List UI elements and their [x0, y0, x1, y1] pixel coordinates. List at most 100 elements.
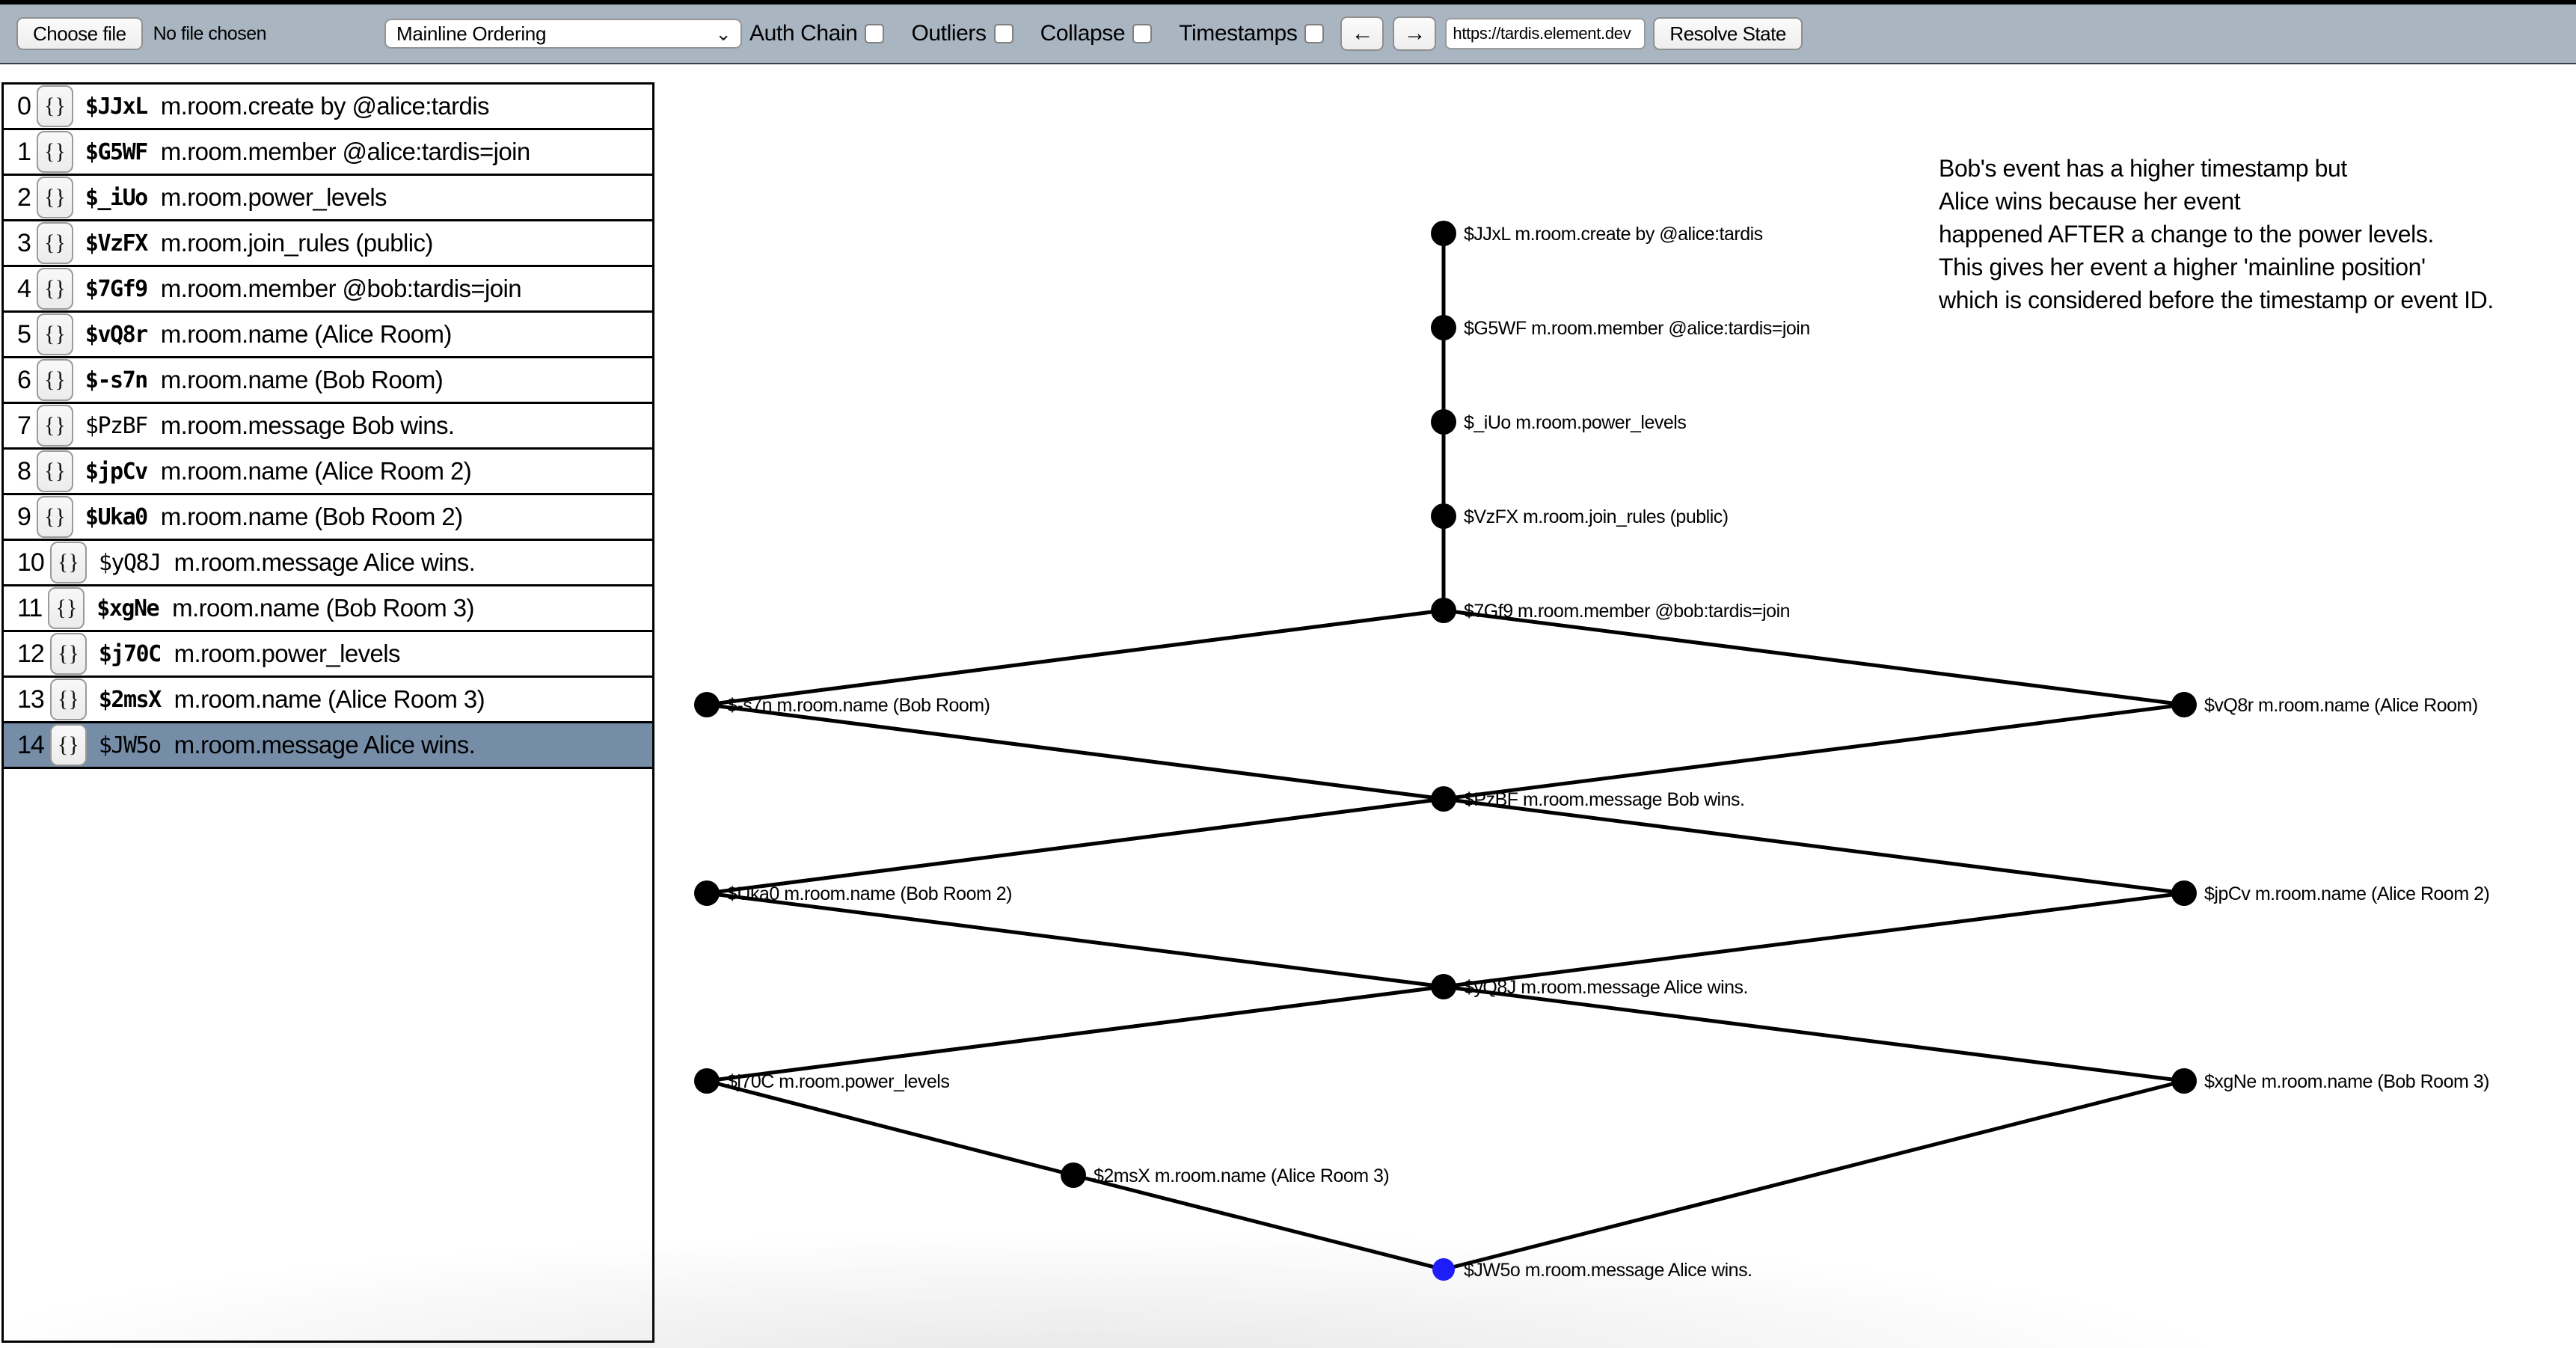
graph-node[interactable]	[2171, 880, 2197, 906]
braces-icon: {}	[55, 595, 78, 620]
event-description: m.room.name (Bob Room 2)	[160, 503, 463, 530]
event-json-button[interactable]: {}	[36, 268, 73, 310]
event-list-row[interactable]: 8 {} $jpCv m.room.name (Alice Room 2)	[4, 450, 652, 495]
graph-node[interactable]	[1431, 598, 1456, 623]
event-list-row[interactable]: 0 {} $JJxL m.room.create by @alice:tardi…	[4, 85, 652, 130]
event-index: 4	[17, 274, 31, 303]
event-description: m.room.power_levels	[160, 183, 387, 211]
graph-node[interactable]	[694, 880, 720, 906]
event-id: $JJxL	[85, 93, 148, 120]
ordering-select[interactable]: Mainline Ordering	[384, 19, 743, 49]
graph-node[interactable]	[1431, 315, 1456, 340]
event-list-row[interactable]: 6 {} $-s7n m.room.name (Bob Room)	[4, 358, 652, 404]
braces-icon: {}	[57, 550, 79, 575]
event-list-row[interactable]: 9 {} $Uka0 m.room.name (Bob Room 2)	[4, 495, 652, 541]
graph-node[interactable]	[694, 1068, 720, 1094]
event-json-button[interactable]: {}	[48, 587, 85, 629]
graph-node-label: $JW5o m.room.message Alice wins.	[1464, 1260, 1752, 1281]
resolve-state-button[interactable]: Resolve State	[1653, 17, 1803, 50]
event-list-row[interactable]: 7 {} $PzBF m.room.message Bob wins.	[4, 404, 652, 450]
event-index: 11	[17, 593, 43, 622]
event-id: $VzFX	[85, 230, 148, 257]
braces-icon: {}	[44, 504, 66, 529]
braces-icon: {}	[57, 687, 79, 711]
event-list-row[interactable]: 14 {} $JW5o m.room.message Alice wins.	[4, 723, 652, 769]
event-json-button[interactable]: {}	[36, 177, 73, 218]
graph-node-label: $2msX m.room.name (Alice Room 3)	[1094, 1165, 1389, 1186]
graph-node[interactable]	[2171, 1068, 2197, 1094]
graph-node-label: $G5WF m.room.member @alice:tardis=join	[1464, 318, 1810, 339]
event-json-button[interactable]: {}	[36, 359, 73, 401]
event-list-row[interactable]: 11 {} $xgNe m.room.name (Bob Room 3)	[4, 586, 652, 632]
auth-chain-checkbox[interactable]	[865, 24, 885, 43]
explanation-line: happened AFTER a change to the power lev…	[1939, 221, 2434, 248]
event-list-row[interactable]: 4 {} $7Gf9 m.room.member @bob:tardis=joi…	[4, 267, 652, 313]
graph-node[interactable]	[1431, 786, 1456, 812]
event-index: 7	[17, 411, 31, 440]
braces-icon: {}	[44, 413, 66, 438]
server-url-input[interactable]	[1445, 18, 1646, 49]
event-json-button[interactable]: {}	[49, 633, 87, 675]
event-json-button[interactable]: {}	[49, 542, 87, 583]
event-list-row[interactable]: 12 {} $j70C m.room.power_levels	[4, 632, 652, 678]
event-json-button[interactable]: {}	[49, 724, 87, 766]
event-description: m.room.member @alice:tardis=join	[160, 138, 530, 165]
event-list-row[interactable]: 5 {} $vQ8r m.room.name (Alice Room)	[4, 313, 652, 358]
explanation-line: This gives her event a higher 'mainline …	[1939, 254, 2426, 281]
graph-node[interactable]	[1431, 409, 1456, 435]
graph-node[interactable]	[694, 692, 720, 717]
graph-node[interactable]	[1431, 974, 1456, 999]
event-id: $_iUo	[85, 184, 148, 211]
braces-icon: {}	[44, 94, 66, 118]
graph-edge	[706, 608, 1444, 707]
braces-icon: {}	[44, 230, 66, 255]
event-index: 1	[17, 137, 31, 166]
graph-edge	[1443, 608, 2185, 707]
event-list-row[interactable]: 3 {} $VzFX m.room.join_rules (public)	[4, 221, 652, 267]
graph-node-label: $j70C m.room.power_levels	[727, 1071, 949, 1092]
graph-node[interactable]	[1061, 1162, 1086, 1188]
graph-edge	[706, 984, 1444, 1083]
outliers-checkbox[interactable]	[993, 24, 1013, 43]
event-list-row[interactable]: 1 {} $G5WF m.room.member @alice:tardis=j…	[4, 130, 652, 176]
explanation-line: which is considered before the timestamp…	[1939, 287, 2494, 313]
outliers-label: Outliers	[911, 21, 987, 46]
event-id: $jpCv	[85, 458, 148, 485]
event-json-button[interactable]: {}	[36, 313, 73, 355]
event-list-row[interactable]: 2 {} $_iUo m.room.power_levels	[4, 176, 652, 221]
graph-node[interactable]	[1431, 503, 1456, 529]
event-json-button[interactable]: {}	[36, 222, 73, 264]
event-json-button[interactable]: {}	[49, 678, 87, 720]
graph-node[interactable]	[1431, 221, 1456, 246]
event-description: m.room.name (Alice Room 2)	[160, 457, 472, 485]
event-index: 14	[17, 730, 45, 759]
timestamps-checkbox[interactable]	[1304, 24, 1325, 43]
back-button[interactable]: ←	[1340, 16, 1384, 51]
forward-button[interactable]: →	[1393, 16, 1437, 51]
event-list-row[interactable]: 10 {} $yQ8J m.room.message Alice wins.	[4, 541, 652, 586]
braces-icon: {}	[57, 641, 79, 666]
event-json-button[interactable]: {}	[36, 450, 73, 492]
event-json-button[interactable]: {}	[36, 405, 73, 447]
graph-node-label: $yQ8J m.room.message Alice wins.	[1464, 977, 1748, 998]
choose-file-button[interactable]: Choose file	[16, 17, 143, 50]
collapse-checkbox[interactable]	[1132, 24, 1153, 43]
graph-node[interactable]	[1432, 1258, 1455, 1281]
event-index: 0	[17, 91, 31, 120]
event-description: m.room.create by @alice:tardis	[160, 92, 490, 120]
event-description: m.room.name (Alice Room 3)	[174, 685, 485, 713]
event-json-button[interactable]: {}	[36, 131, 73, 173]
event-id: $xgNe	[96, 595, 159, 622]
graph-node-label: $JJxL m.room.create by @alice:tardis	[1464, 224, 1763, 245]
braces-icon: {}	[57, 732, 79, 757]
graph-node-label: $VzFX m.room.join_rules (public)	[1464, 506, 1729, 527]
graph-node[interactable]	[2171, 692, 2197, 717]
event-index: 5	[17, 319, 31, 349]
event-json-button[interactable]: {}	[36, 496, 73, 538]
event-list-panel: 0 {} $JJxL m.room.create by @alice:tardi…	[1, 82, 654, 1343]
braces-icon: {}	[44, 459, 66, 483]
event-id: $j70C	[98, 640, 162, 667]
event-json-button[interactable]: {}	[36, 85, 73, 127]
event-list-row[interactable]: 13 {} $2msX m.room.name (Alice Room 3)	[4, 678, 652, 723]
